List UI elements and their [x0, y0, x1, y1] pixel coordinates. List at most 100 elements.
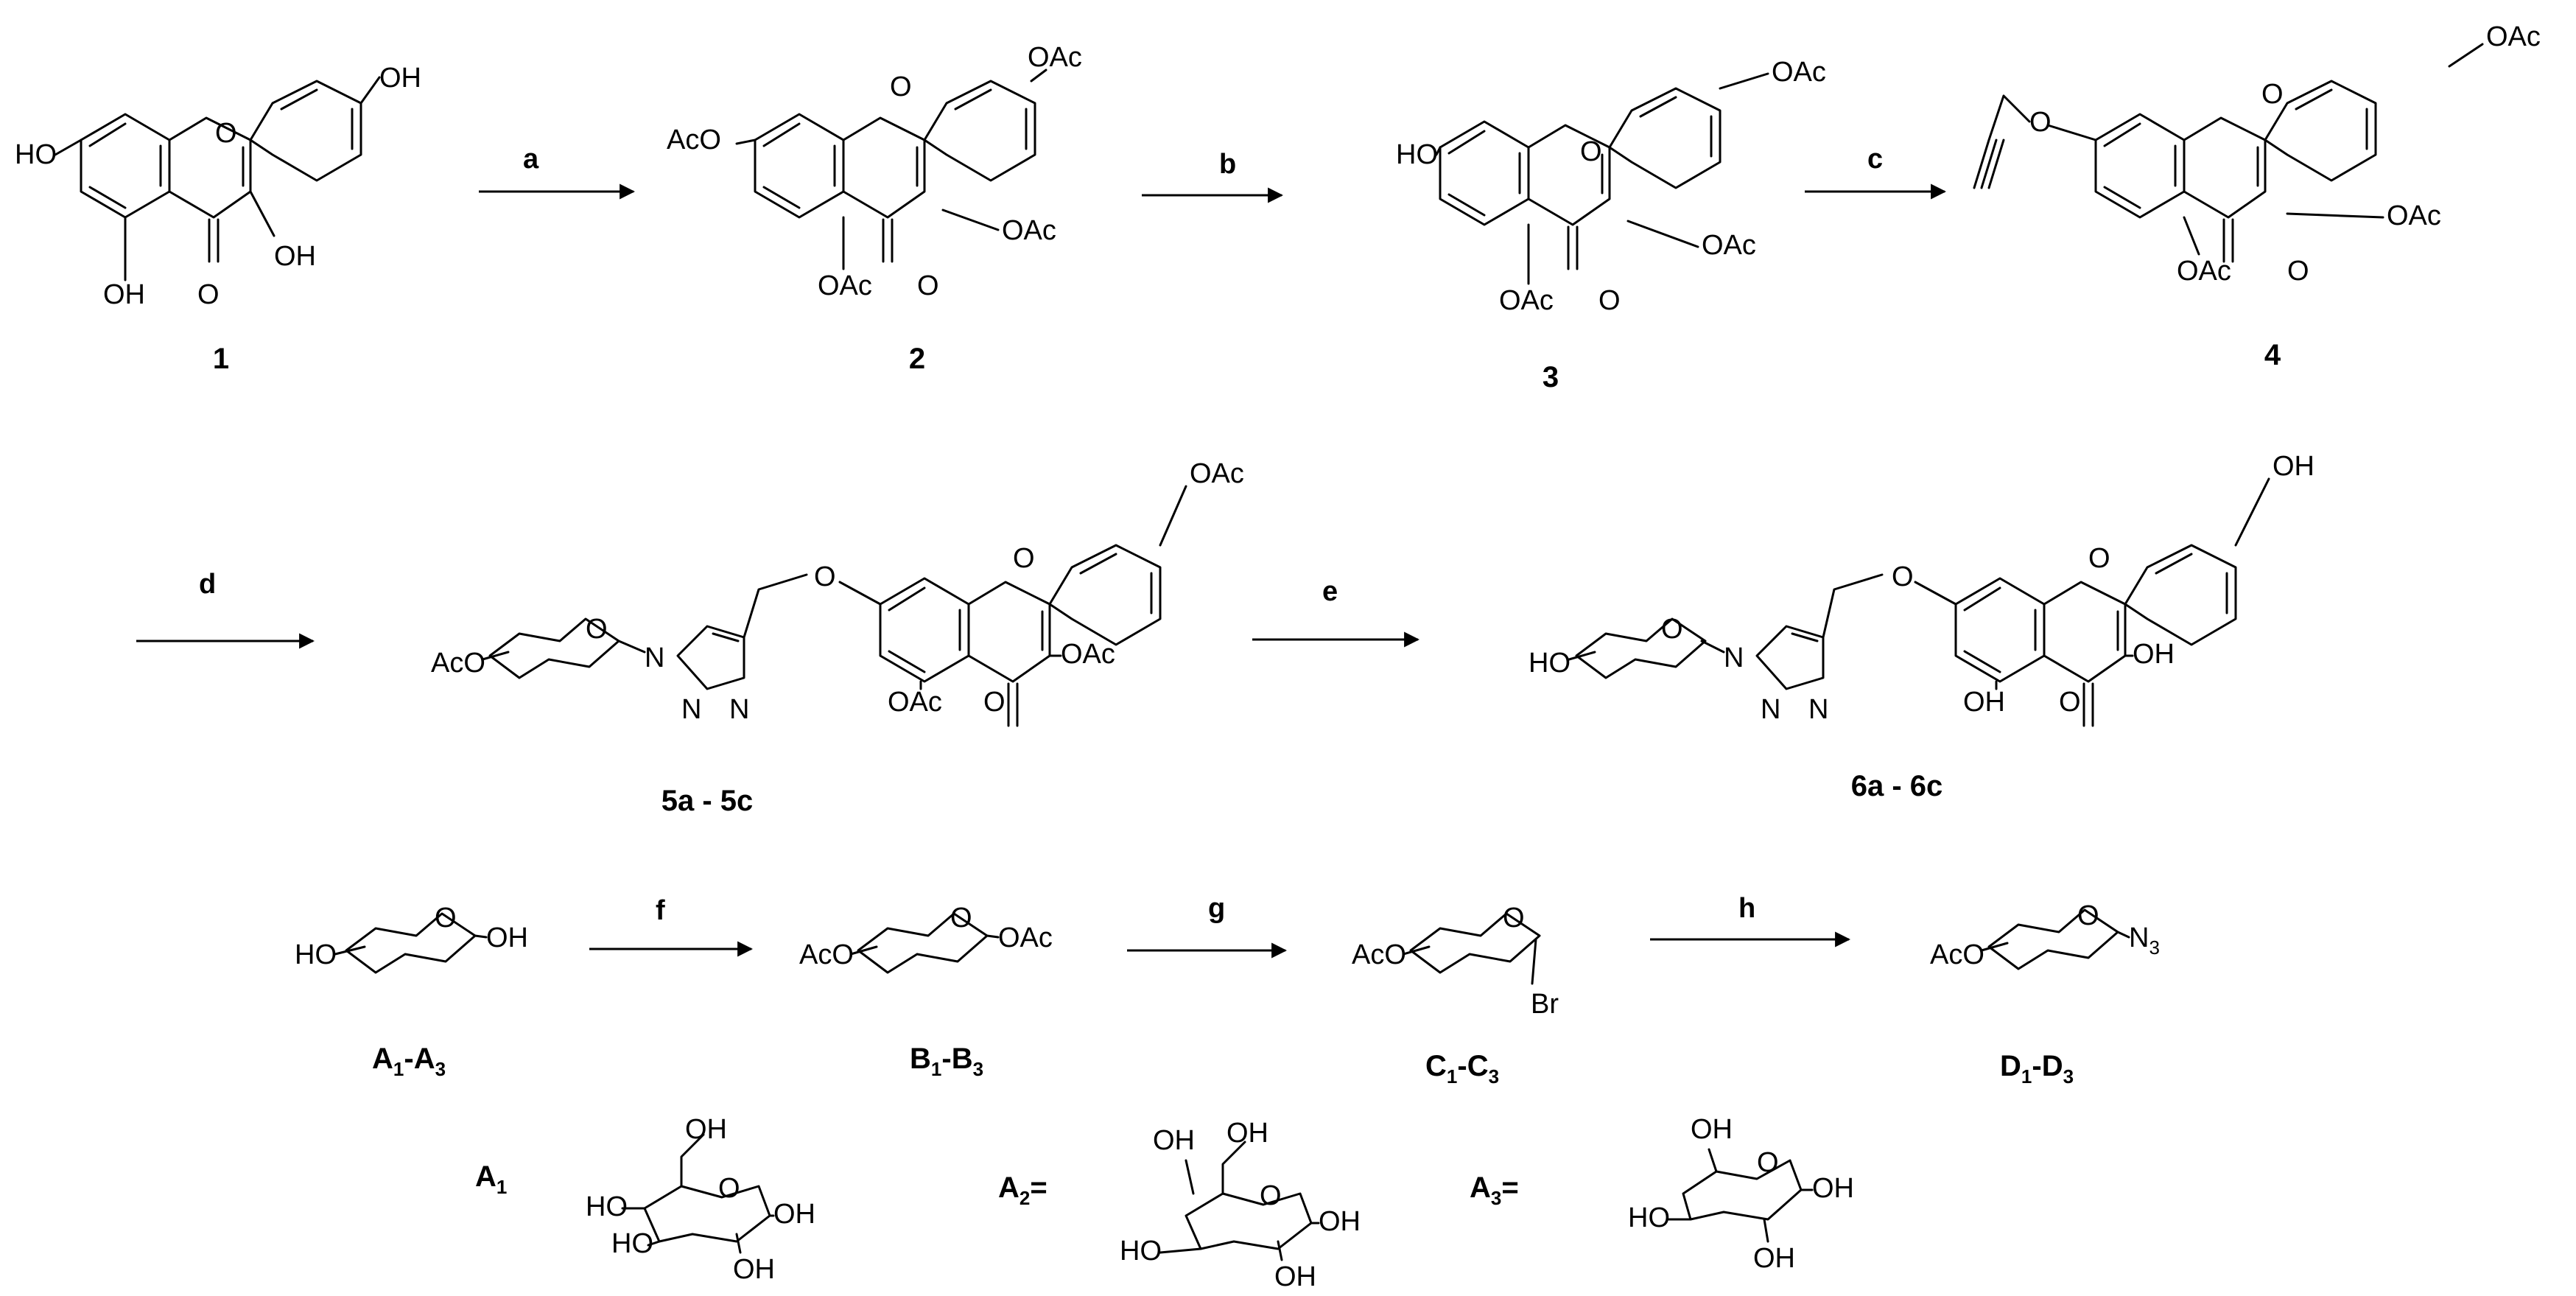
compound-a-structure: HO O OH A1-A3 — [295, 903, 528, 1080]
sugar-label-a2: A2= — [998, 1171, 1047, 1209]
group-ho: HO — [1529, 648, 1570, 679]
group-oh: OH — [486, 922, 528, 953]
group-o: O — [890, 71, 912, 102]
group-oh: OH — [1753, 1243, 1795, 1274]
group-oac: OAc — [1028, 42, 1082, 73]
group-n: N — [729, 694, 749, 725]
group-ho: HO — [1120, 1236, 1162, 1267]
group-oh: OH — [1691, 1114, 1733, 1145]
group-o: O — [1598, 285, 1621, 316]
group-oh: OH — [2273, 451, 2314, 482]
group-o: O — [814, 561, 836, 592]
group-oh: OH — [1274, 1261, 1316, 1292]
group-o: O — [2077, 900, 2099, 931]
group-o: O — [197, 279, 220, 310]
group-ho: HO — [1396, 139, 1438, 170]
group-oh: OH — [379, 63, 421, 94]
group-o: O — [2029, 107, 2052, 138]
group-ho: HO — [295, 939, 337, 970]
group-br: Br — [1531, 989, 1559, 1020]
group-o: O — [586, 614, 608, 645]
group-oh: OH — [773, 1199, 815, 1230]
group-aco: AcO — [1352, 939, 1406, 970]
group-o: O — [435, 903, 457, 934]
group-n: N — [681, 694, 701, 725]
group-aco: AcO — [1930, 939, 1984, 970]
group-o: O — [2088, 543, 2110, 574]
compound-label-b: B1-B3 — [910, 1043, 983, 1080]
group-oac: OAc — [1002, 215, 1056, 246]
reaction-arrow-c: c — [1805, 144, 1947, 200]
group-ho: HO — [1628, 1202, 1670, 1233]
group-oac: OAc — [1499, 285, 1554, 316]
sugar-a2-structure: A2= OH OH O HO OH OH — [998, 1118, 1361, 1292]
sugar-a1-structure: A1 OH O HO HO OH OH — [475, 1114, 815, 1285]
group-ho: HO — [586, 1191, 628, 1222]
compound-label-4: 4 — [2264, 339, 2281, 371]
compound-2-structure: AcO O OAc OAc OAc O 2 — [667, 42, 1082, 375]
group-oac: OAc — [2387, 200, 2441, 231]
step-label-c: c — [1867, 144, 1883, 175]
step-label-b: b — [1219, 149, 1236, 180]
group-oac: OAc — [998, 922, 1053, 953]
sugar-a3-structure: A3= OH O HO OH OH — [1470, 1114, 1854, 1274]
group-aco: AcO — [431, 648, 485, 679]
group-oh: OH — [1153, 1125, 1195, 1156]
group-o: O — [718, 1173, 740, 1204]
group-oh: OH — [1226, 1118, 1268, 1149]
compound-label-3: 3 — [1543, 361, 1559, 393]
reaction-arrow-g: g — [1127, 893, 1288, 959]
group-oh: OH — [1963, 687, 2005, 718]
group-oh: OH — [274, 241, 316, 272]
compound-label-d: D1-D3 — [2000, 1050, 2074, 1087]
group-o: O — [2261, 79, 2284, 110]
group-oh: OH — [2133, 639, 2175, 670]
compound-5-structure: AcO O N N N O O OAc OAc OAc O 5a - 5c — [431, 458, 1244, 817]
step-label-d: d — [199, 569, 216, 600]
sugar-label-a3: A3= — [1470, 1171, 1519, 1209]
group-o: O — [1661, 614, 1683, 645]
group-oh: OH — [733, 1254, 775, 1285]
step-label-g: g — [1208, 893, 1225, 924]
group-o: O — [1260, 1180, 1282, 1211]
group-oac: OAc — [2486, 21, 2541, 52]
group-oac: OAc — [1190, 458, 1244, 489]
group-oac: OAc — [1772, 57, 1826, 88]
group-n: N — [1724, 642, 1744, 673]
sugar-label-a1: A1 — [475, 1160, 507, 1198]
group-oac: OAc — [1061, 639, 1115, 670]
compound-1-structure: HO O OH OH OH O 1 — [15, 63, 421, 375]
reaction-arrow-e: e — [1252, 576, 1420, 648]
reaction-arrow-b: b — [1142, 149, 1284, 203]
compound-3-structure: HO O OAc OAc OAc O 3 — [1396, 57, 1826, 393]
group-oh: OH — [103, 279, 145, 310]
compound-label-5: 5a - 5c — [661, 785, 754, 817]
compound-label-2: 2 — [909, 343, 925, 375]
compound-6-structure: HO O N N N O O OH OH OH O 6a - 6c — [1529, 451, 2314, 802]
compound-label-c: C1-C3 — [1425, 1050, 1499, 1087]
reaction-arrow-a: a — [479, 144, 636, 200]
group-n: N — [645, 642, 664, 673]
group-oh: OH — [685, 1114, 727, 1145]
compound-4-structure: O O OAc OAc OAc O 4 — [1973, 21, 2541, 371]
group-ho: HO — [611, 1228, 653, 1259]
compound-label-6: 6a - 6c — [1851, 770, 1943, 802]
group-n: N — [1808, 694, 1828, 725]
compound-label-a: A1-A3 — [372, 1043, 446, 1080]
group-o: O — [1013, 543, 1035, 574]
group-n3: N3 — [2129, 922, 2160, 959]
group-n: N — [1761, 694, 1780, 725]
step-label-h: h — [1738, 893, 1755, 924]
group-ho: HO — [15, 139, 57, 170]
step-label-f: f — [656, 895, 665, 926]
group-o: O — [1892, 561, 1914, 592]
group-oac: OAc — [2177, 256, 2231, 287]
group-o: O — [1503, 903, 1525, 934]
group-oac: OAc — [1702, 230, 1756, 261]
step-label-e: e — [1322, 576, 1338, 607]
compound-c-structure: AcO O Br C1-C3 — [1352, 903, 1559, 1087]
reaction-arrow-h: h — [1650, 893, 1851, 948]
step-label-a: a — [523, 144, 539, 175]
group-oh: OH — [1812, 1173, 1854, 1204]
